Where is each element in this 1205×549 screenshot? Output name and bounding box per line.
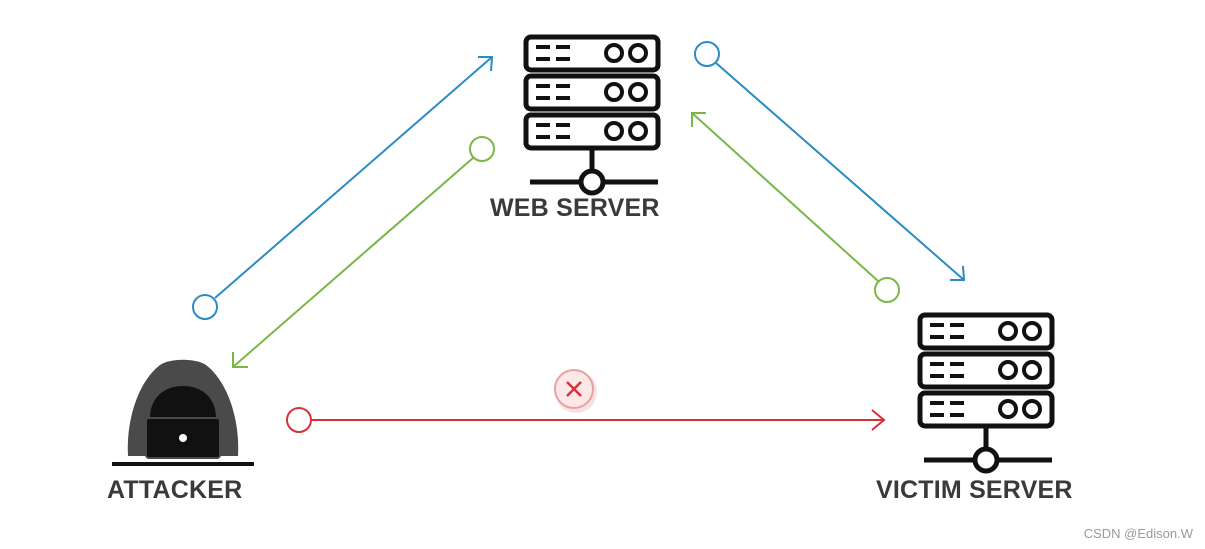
connection-web-to-victim (694, 41, 966, 281)
connection-victim-to-web (691, 112, 900, 303)
victim-server-label: VICTIM SERVER (876, 476, 1073, 504)
watermark: CSDN @Edison.W (1083, 526, 1193, 541)
connection-attacker-to-victim-blocked (286, 407, 886, 433)
hacker-icon (112, 359, 254, 466)
connection-web-to-attacker (232, 136, 495, 368)
attacker-label: ATTACKER (107, 476, 243, 504)
blocked-x-icon (554, 369, 597, 413)
web-server-label: WEB SERVER (490, 194, 660, 222)
victim-server-icon (920, 315, 1052, 471)
web-server-icon (526, 37, 658, 193)
connection-attacker-to-web (192, 56, 494, 320)
